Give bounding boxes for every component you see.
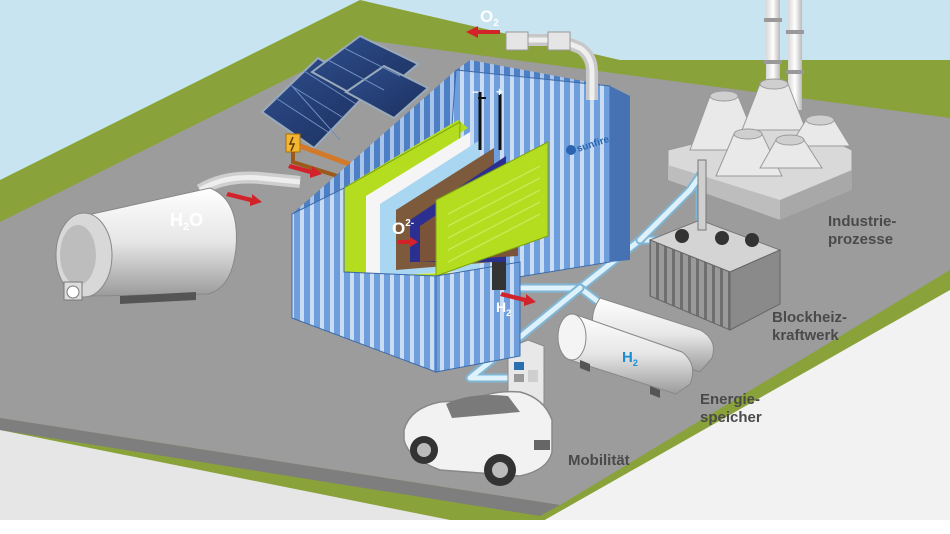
car (403, 390, 553, 486)
electrolyzer-container (291, 31, 630, 373)
industry-label-line1: Industrie- (828, 213, 896, 230)
chp-label-line2: kraftwerk (772, 327, 839, 344)
ion-flow-arrow (398, 237, 418, 247)
tank-h2-label: H2 (622, 349, 638, 368)
hydrogen-out-label: H2 (496, 299, 511, 318)
oxygen-flow-arrow (466, 26, 500, 38)
water-label: H2O (170, 210, 203, 233)
sky-right (360, 0, 950, 60)
minus-terminal-label: − (472, 85, 479, 99)
foreground-ground (0, 430, 520, 534)
h2-storage-tanks (557, 297, 714, 398)
storage-label-line1: Energie- (700, 391, 760, 408)
storage-label-line2: speicher (700, 409, 762, 426)
plus-terminal-label: + (496, 85, 503, 99)
oxide-ion-label: O2- (392, 218, 414, 238)
water-flow-arrow (226, 192, 262, 206)
chp-unit (648, 159, 782, 331)
power-flow-arrow (288, 164, 322, 178)
chp-label-line1: Blockheiz- (772, 309, 847, 326)
hydrogen-flow-arrow (500, 292, 536, 306)
water-tank (55, 171, 301, 304)
pad-edge (0, 418, 560, 516)
flow-arrows (226, 26, 536, 306)
bottom-strip (0, 520, 950, 534)
industrial-plant (667, 78, 853, 221)
mobility-label: Mobilität (568, 452, 630, 469)
solar-panels (260, 34, 430, 182)
industry-label-line2: prozesse (828, 231, 893, 248)
oxygen-label: O2 (480, 7, 499, 29)
